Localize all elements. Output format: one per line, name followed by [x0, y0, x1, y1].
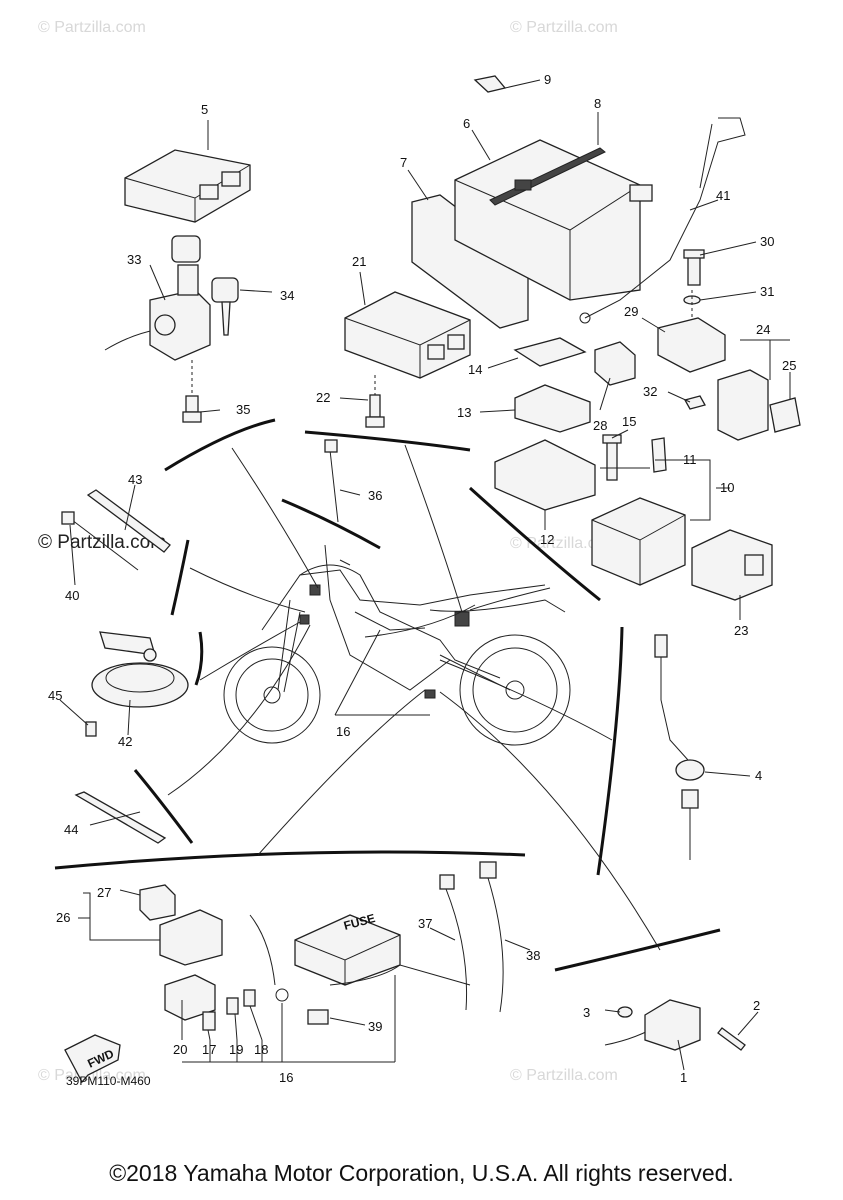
part-28 — [594, 341, 636, 386]
callout-6: 6 — [463, 116, 470, 131]
section-dividers — [54, 418, 721, 972]
callout-22: 22 — [316, 390, 330, 405]
callout-25: 25 — [782, 358, 796, 373]
watermark-bottom-left: © Partzilla.com — [38, 1067, 146, 1084]
callout-27: 27 — [97, 885, 111, 900]
callout-21: 21 — [352, 254, 366, 269]
part-24-25 — [717, 369, 801, 441]
part-29-assembly — [657, 249, 726, 410]
callout-38: 38 — [526, 948, 540, 963]
part-starter-relay — [591, 434, 686, 586]
callout-39: 39 — [368, 1019, 382, 1034]
callout-44: 44 — [64, 822, 78, 837]
callout-30: 30 — [760, 234, 774, 249]
callout-33: 33 — [127, 252, 141, 267]
callout-2: 2 — [753, 998, 760, 1013]
callout-9: 9 — [544, 72, 551, 87]
part-4-sensor — [654, 634, 705, 860]
callout-42: 42 — [118, 734, 132, 749]
part-26-27-20 — [139, 884, 256, 1031]
callout-31: 31 — [760, 284, 774, 299]
callout-10: 10 — [720, 480, 734, 495]
watermark-top-right: © Partzilla.com — [510, 19, 618, 36]
callout-5: 5 — [201, 102, 208, 117]
part-battery-cable — [579, 117, 746, 324]
part-1-2-3 — [604, 999, 746, 1051]
callout-35: 35 — [236, 402, 250, 417]
copyright-notice: ©2018 Yamaha Motor Corporation, U.S.A. A… — [109, 1160, 734, 1186]
callout-3: 3 — [583, 1005, 590, 1020]
callout-40: 40 — [65, 588, 79, 603]
watermark-top-left: © Partzilla.com — [38, 19, 146, 36]
callout-17: 17 — [202, 1042, 216, 1057]
callout-43: 43 — [128, 472, 142, 487]
part-ecu — [124, 149, 251, 223]
callout-leaders — [59, 79, 791, 1071]
callout-32: 32 — [643, 384, 657, 399]
callout-12: 12 — [540, 532, 554, 547]
part-relay-holders — [494, 337, 596, 511]
part-43-40 — [61, 489, 171, 571]
callout-numbers: 5 9 8 6 7 41 30 31 29 24 25 32 21 22 14 … — [48, 72, 796, 1085]
callout-11: 11 — [683, 452, 697, 467]
callout-45: 45 — [48, 688, 62, 703]
callout-4: 4 — [755, 768, 762, 783]
motorcycle-illustration — [223, 544, 571, 746]
callout-16-bottom: 16 — [279, 1070, 293, 1085]
watermark-bottom-right: © Partzilla.com — [510, 1067, 618, 1084]
callout-23: 23 — [734, 623, 748, 638]
callout-26: 26 — [56, 910, 70, 925]
callout-34: 34 — [280, 288, 294, 303]
callout-16-top: 16 — [336, 724, 350, 739]
part-bolt-22 — [365, 375, 385, 428]
callout-36: 36 — [368, 488, 382, 503]
callout-15: 15 — [622, 414, 636, 429]
part-37-38-ties — [439, 861, 504, 1013]
callout-8: 8 — [594, 96, 601, 111]
diagram-code: 39PM110-M460 — [66, 1074, 151, 1088]
part-fuse-box: FUSE — [249, 911, 471, 1025]
callout-18: 18 — [254, 1042, 268, 1057]
callout-20: 20 — [173, 1042, 187, 1057]
part-bolt-35 — [182, 360, 202, 423]
callout-1: 1 — [680, 1070, 687, 1085]
part-36-tie — [324, 439, 339, 523]
part-horn — [85, 631, 189, 737]
callout-13: 13 — [457, 405, 471, 420]
callout-14: 14 — [468, 362, 482, 377]
callout-41: 41 — [716, 188, 730, 203]
callout-28: 28 — [593, 418, 607, 433]
motorcycle-leaders — [167, 444, 661, 951]
callout-37: 37 — [418, 916, 432, 931]
callout-19: 19 — [229, 1042, 243, 1057]
part-rectifier — [344, 291, 471, 379]
part-23 — [691, 529, 773, 601]
callout-29: 29 — [624, 304, 638, 319]
callout-7: 7 — [400, 155, 407, 170]
part-battery — [411, 75, 653, 329]
part-ignition-switch — [104, 235, 239, 361]
callout-24: 24 — [756, 322, 770, 337]
